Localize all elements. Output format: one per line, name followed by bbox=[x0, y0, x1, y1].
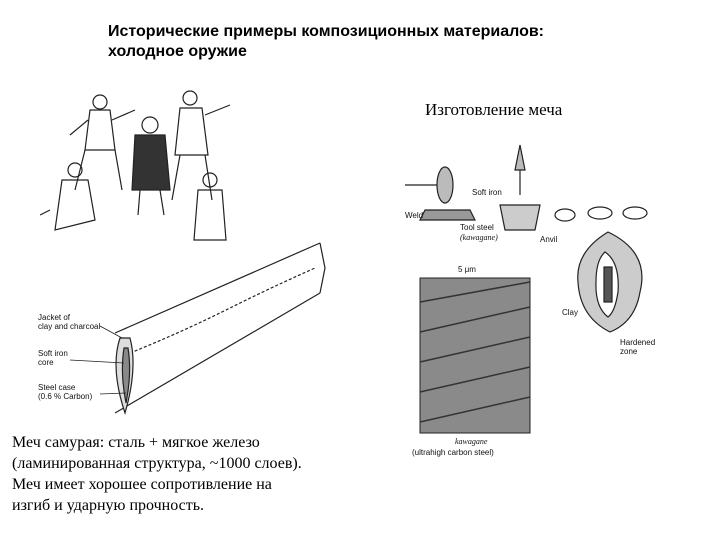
label-scale: 5 μm bbox=[458, 265, 476, 274]
sword-diagram: Jacket of clay and charcoal Soft iron co… bbox=[38, 242, 326, 416]
title-line-2: холодное оружие bbox=[108, 43, 247, 60]
caption-line-4: изгиб и ударную прочность. bbox=[12, 497, 205, 514]
label-steel-case-2: (0.6 % Carbon) bbox=[38, 392, 93, 401]
caption: Меч самурая: сталь + мягкое железо (лами… bbox=[12, 432, 412, 516]
label-tool-steel: Tool steel bbox=[460, 223, 494, 232]
label-anvil: Anvil bbox=[540, 235, 558, 244]
micro-name: kawagane bbox=[455, 437, 488, 446]
label-soft-core: Soft iron bbox=[38, 349, 68, 358]
caption-line-3: Меч имеет хорошее сопротивление на bbox=[12, 476, 272, 493]
samurai-illustration bbox=[40, 90, 231, 241]
label-steel-case: Steel case bbox=[38, 383, 76, 392]
title-line-1: Исторические примеры композиционных мате… bbox=[108, 23, 545, 40]
forging-subtitle: Изготовление меча bbox=[425, 100, 563, 119]
clay-section-diagram: Clay Hardened zone bbox=[562, 231, 655, 356]
caption-line-2: (ламинированная структура, ~1000 слоев). bbox=[12, 455, 302, 472]
label-clay: Clay bbox=[562, 308, 578, 317]
label-soft-core-2: core bbox=[38, 358, 54, 367]
label-jacket: Jacket of bbox=[38, 313, 71, 322]
label-zone: zone bbox=[620, 347, 638, 356]
label-hardened: Hardened bbox=[620, 338, 655, 347]
label-soft-iron: Soft iron bbox=[472, 188, 502, 197]
slide-title: Исторические примеры композиционных мате… bbox=[108, 22, 668, 62]
micro-desc: (ultrahigh carbon steel) bbox=[412, 448, 494, 457]
label-weld: Weld bbox=[405, 211, 423, 220]
forging-diagram: Weld Soft iron Tool steel (kawagane) Anv… bbox=[405, 144, 648, 244]
label-jacket-2: clay and charcoal bbox=[38, 322, 100, 331]
label-kawagane: (kawagane) bbox=[460, 233, 498, 242]
micrograph: 5 μm kawagane (ultrahigh carbon steel) bbox=[412, 265, 531, 457]
caption-line-1: Меч самурая: сталь + мягкое железо bbox=[12, 434, 260, 451]
